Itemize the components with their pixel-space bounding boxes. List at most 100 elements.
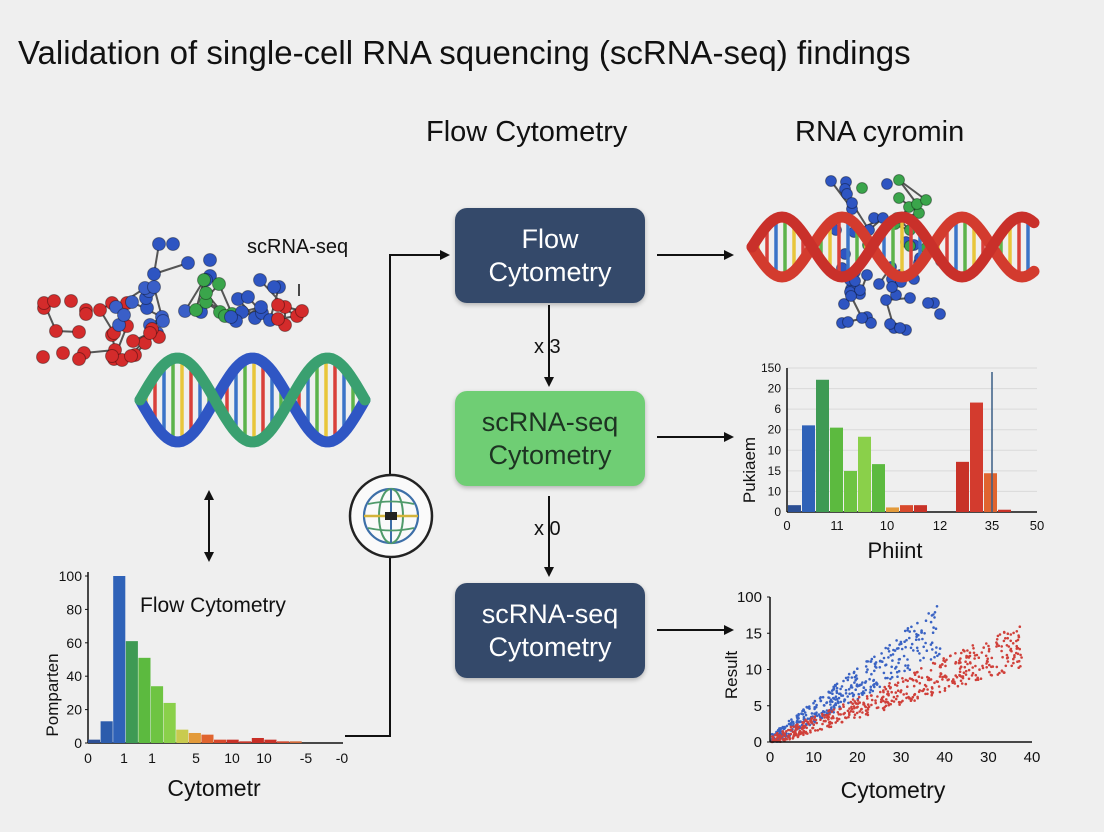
chart2-ytick: 20 — [768, 382, 782, 396]
chart3-point-red — [812, 723, 816, 726]
dna-strand — [134, 352, 371, 448]
chart3-point-red — [996, 673, 1000, 676]
chart3-point-red — [898, 703, 901, 706]
chart3-point-blue — [869, 660, 872, 663]
chart3-point-red — [888, 686, 892, 690]
chart3-point-red — [809, 729, 812, 732]
chart1-bar — [138, 657, 151, 743]
chart3-point-red — [846, 709, 850, 713]
chart3-point-red — [929, 678, 933, 681]
chart3-point-red — [828, 709, 831, 712]
chart3-point-red — [956, 684, 960, 688]
chart3-point-red — [866, 697, 869, 700]
molecule-atom — [125, 295, 139, 309]
chart3-ylabel: Result — [722, 651, 741, 699]
chart3-point-blue — [903, 640, 906, 643]
flow-cytometry-box: Flow Cytometry — [455, 208, 645, 303]
chart3-point-red — [954, 660, 958, 664]
chart3-point-red — [926, 675, 929, 679]
chart3-point-red — [935, 680, 939, 683]
chart2-bar — [956, 461, 969, 512]
chart1-bar — [151, 686, 164, 743]
chart3-point-red — [801, 727, 804, 731]
chart3-point-red — [990, 656, 994, 660]
chart3-point-blue — [779, 727, 783, 730]
molecule-atom — [934, 308, 946, 320]
chart3-point-red — [937, 685, 941, 688]
molecule-atom — [886, 281, 898, 293]
chart3-point-red — [855, 711, 859, 715]
chart3-point-red — [943, 687, 947, 690]
molecule-atom — [64, 294, 78, 308]
chart2-bar — [830, 427, 843, 512]
chart3-point-red — [861, 711, 864, 714]
chart3-point-red — [887, 684, 891, 688]
chart3-point-red — [892, 695, 896, 699]
chart3-point-red — [920, 667, 923, 670]
chart3-point-blue — [803, 711, 807, 714]
chart3-point-blue — [899, 642, 902, 645]
green-box-line1: scRNA-seq — [481, 406, 619, 437]
chart3-point-blue — [929, 620, 933, 624]
chart3-point-red — [967, 668, 971, 672]
molecule-atom — [271, 298, 285, 312]
chart3-point-blue — [864, 665, 868, 668]
chart3-point-red — [962, 671, 966, 674]
chart2-bar — [816, 379, 829, 512]
chart3-point-red — [1002, 639, 1006, 643]
chart3-point-red — [966, 655, 970, 658]
chart3-point-red — [896, 694, 899, 698]
molecule-atom — [856, 182, 868, 194]
chart3-point-red — [982, 646, 985, 649]
chart3-point-red — [884, 701, 887, 704]
chart3-point-red — [802, 733, 805, 737]
chart3-point-red — [835, 717, 839, 720]
chart3-point-blue — [842, 700, 846, 703]
chart3-point-red — [964, 673, 968, 676]
chart3-point-red — [776, 736, 780, 739]
chart3-point-red — [930, 686, 934, 689]
chart2-bar — [970, 402, 983, 512]
chart3-point-red — [987, 647, 991, 651]
chart3-point-blue — [910, 625, 913, 629]
chart3-point-blue — [785, 724, 789, 728]
chart3-point-blue — [847, 688, 851, 691]
chart3-point-red — [1000, 645, 1003, 648]
molecule-label: scRNA-seq — [247, 236, 349, 258]
molecule-atom — [241, 290, 255, 304]
chart3-point-red — [944, 664, 947, 668]
chart3-point-red — [980, 651, 984, 654]
chart3-ytick: 10 — [745, 662, 762, 679]
chart3-point-blue — [827, 690, 830, 694]
chart3-point-blue — [838, 705, 841, 708]
molecule-atom — [56, 346, 70, 360]
chart3-point-red — [901, 699, 904, 703]
chart3-point-red — [847, 715, 850, 719]
chart3-point-red — [971, 644, 975, 647]
chart3-point-red — [913, 692, 917, 696]
molecule-atom — [861, 269, 873, 281]
chart3-point-blue — [908, 630, 911, 633]
chart3-point-red — [887, 701, 890, 705]
chart3-point-blue — [868, 691, 872, 694]
chart3-point-blue — [897, 647, 900, 650]
chart3-point-red — [875, 706, 879, 710]
chart3-point-red — [864, 709, 868, 712]
chart3-point-blue — [844, 688, 848, 692]
chart3-point-red — [858, 716, 862, 719]
chart3-point-red — [797, 725, 801, 729]
chart3-point-red — [1016, 652, 1020, 656]
chart1-bar — [176, 729, 189, 743]
chart3-point-red — [781, 737, 785, 741]
scrna-seq-cytometry-green-box: scRNA-seq Cytometry — [455, 391, 645, 486]
chart3-point-blue — [815, 714, 819, 718]
chart3-point-blue — [910, 642, 914, 646]
chart3-point-blue — [933, 616, 936, 619]
chart3-point-red — [930, 692, 934, 696]
chart3-point-blue — [879, 660, 883, 663]
dna-strand — [746, 211, 1040, 283]
chart3-point-red — [882, 695, 885, 699]
molecule-atom — [47, 294, 61, 308]
chart3-point-red — [822, 719, 826, 723]
